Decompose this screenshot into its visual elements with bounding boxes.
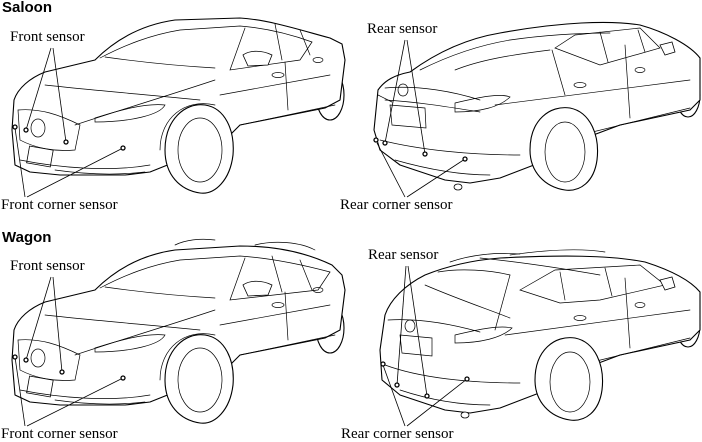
saloon-rear-car-illustration (373, 21, 701, 191)
saloon-rear-corner-sensor-dot (462, 156, 468, 162)
saloon-rear-corner-sensor-label: Rear corner sensor (340, 197, 453, 213)
saloon-rear-sensor-leaders (376, 39, 466, 198)
wagon-rear-car-illustration (379, 249, 701, 421)
wagon-rear-sensor-dot (424, 393, 430, 399)
wagon-rear-sensor-label: Rear sensor (368, 247, 439, 263)
saloon-section-title: Saloon (2, 0, 53, 16)
saloon-rear-sensor-dot (382, 140, 388, 146)
wagon-section-title: Wagon (2, 229, 52, 246)
wagon-rear-corner-sensor-label: Rear corner sensor (341, 426, 454, 442)
wagon-front-corner-sensor-dot (12, 354, 18, 360)
saloon-front-sensor-dot (23, 127, 29, 133)
wagon-rear-corner-sensor-dot (464, 376, 470, 382)
wagon-front-corner-sensor-dot (120, 375, 126, 381)
saloon-rear-sensor-label: Rear sensor (367, 21, 438, 37)
saloon-front-sensor-dot (63, 139, 69, 145)
saloon-front-sensor-leaders (14, 47, 124, 198)
wagon-rear-corner-sensor-dot (380, 361, 386, 367)
saloon-rear-sensors (373, 137, 468, 162)
wagon-front-sensor-leaders (14, 276, 124, 427)
saloon-front-corner-sensor-dot (12, 124, 18, 130)
wagon-front-sensor-dot (59, 369, 65, 375)
wagon-front-corner-sensor-label: Front corner sensor (1, 426, 118, 442)
wagon-rear-sensor-leaders (382, 265, 468, 427)
saloon-rear-sensor-dot (422, 151, 428, 157)
saloon-front-sensor-label: Front sensor (10, 29, 85, 45)
wagon-rear-sensor-dot (394, 382, 400, 388)
wagon-rear-sensors (380, 361, 470, 399)
saloon-rear-corner-sensor-dot (373, 137, 379, 143)
saloon-front-corner-sensor-dot (120, 145, 126, 151)
saloon-front-car-illustration (11, 17, 346, 194)
saloon-front-sensors (12, 124, 126, 151)
wagon-front-sensor-dot (23, 357, 29, 363)
wagon-front-car-illustration (11, 238, 346, 424)
wagon-front-sensor-label: Front sensor (10, 258, 85, 274)
wagon-front-sensors (12, 354, 126, 381)
saloon-front-corner-sensor-label: Front corner sensor (1, 197, 118, 213)
